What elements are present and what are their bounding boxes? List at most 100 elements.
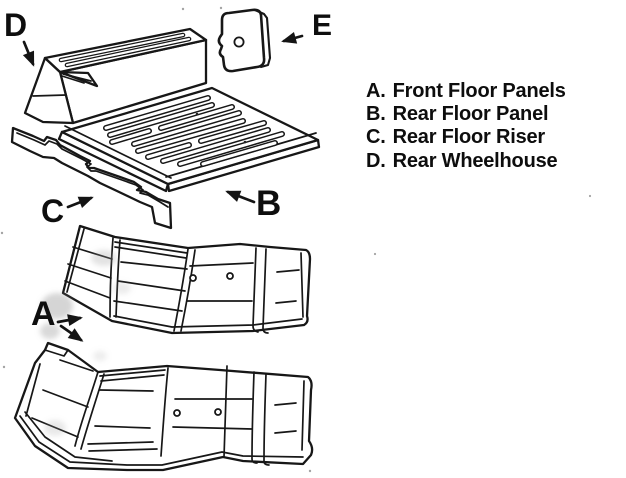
part-access-panel: [217, 8, 272, 73]
scan-specks: [0, 6, 592, 473]
callout-arrow-c: [66, 196, 94, 209]
rib: [59, 33, 185, 62]
panel-crease-line: [94, 425, 151, 429]
part-rear-wheelhouse: [23, 27, 208, 125]
panel-crease-line: [88, 448, 158, 452]
riser-fold-line: [16, 132, 169, 208]
smudge: [41, 293, 73, 319]
ramp-crease-line: [32, 94, 67, 97]
legend-label: Rear Floor Panel: [392, 103, 549, 126]
callout-letter-e: E: [312, 9, 332, 42]
channel-line: [252, 247, 259, 333]
panel-crease-line: [120, 261, 188, 270]
channel-line: [251, 371, 258, 464]
bottom-hem-line: [113, 315, 303, 328]
legend-key: B.: [366, 103, 386, 126]
bottom-hem-line: [24, 411, 113, 462]
rib-dash-line: [275, 300, 297, 304]
bolt-hole: [189, 274, 197, 282]
section-boundary-line: [223, 365, 228, 458]
access-panel-hole: [233, 36, 245, 48]
legend-item: B. Rear Floor Panel: [366, 103, 566, 126]
legend-label: Rear Wheelhouse: [392, 149, 558, 172]
section-boundary-line: [160, 367, 169, 457]
section-boundary-line: [173, 248, 189, 332]
rib-dash-line: [274, 402, 297, 406]
smudge: [91, 250, 117, 266]
toeboard-crease-line: [59, 359, 94, 372]
speck: [2, 365, 6, 369]
toeboard-crease-line: [64, 280, 111, 299]
edge-inner-line: [301, 380, 305, 451]
top-strip-line: [114, 241, 188, 254]
speck: [181, 7, 185, 11]
legend-key: D.: [366, 149, 386, 172]
part-front-floor-panel-upper: [61, 224, 312, 335]
part-rear-floor-riser: [10, 126, 173, 230]
callout-arrow-a-upper: [56, 314, 83, 327]
legend: A. Front Floor Panels B. Rear Floor Pane…: [366, 80, 566, 173]
callout-arrow-e: [281, 32, 304, 44]
panel-crease-line: [87, 441, 154, 445]
smudge: [113, 282, 131, 294]
legend-key: A.: [366, 80, 386, 102]
toeboard-boundary-line: [74, 371, 99, 447]
callout-letter-b: B: [256, 184, 281, 223]
wheelhouse-ribs: [58, 32, 192, 68]
speck: [373, 252, 377, 256]
floor-panel-ribs: [103, 95, 285, 167]
bolt-hole: [226, 272, 234, 280]
callout-arrow-b: [225, 190, 256, 204]
top-strip-line: [114, 246, 187, 259]
edge-inner-line: [300, 252, 304, 318]
callout-letter-d: D: [4, 7, 27, 43]
gusset-hatch-line: [62, 73, 92, 82]
legend-key: C.: [366, 126, 386, 149]
panel-crease-line: [99, 389, 154, 392]
panel-speck: [243, 140, 247, 144]
callout-arrow-a-lower: [59, 324, 84, 342]
rib: [110, 129, 151, 144]
smudge: [44, 420, 66, 436]
floor-panel-hem-line: [64, 125, 172, 179]
rib: [161, 128, 270, 163]
speck: [308, 469, 312, 473]
rib: [146, 143, 191, 159]
toeboard-crease-line: [67, 263, 112, 279]
panel-outline: [61, 224, 312, 335]
scan-smudges: [40, 250, 131, 436]
bottom-hem-line: [19, 415, 304, 466]
legend-item: C. Rear Floor Riser: [366, 126, 566, 149]
section-boundary-line: [180, 249, 196, 332]
rib: [178, 132, 284, 166]
speck: [0, 231, 4, 235]
rib: [104, 96, 210, 130]
rib: [108, 103, 214, 137]
callout-arrows: [22, 32, 304, 342]
smudge: [93, 351, 107, 361]
speck: [219, 6, 223, 10]
rib: [65, 37, 191, 67]
panel-crease-line: [117, 280, 186, 292]
channel-line: [262, 248, 269, 334]
rib: [201, 141, 277, 166]
rib-dash-line: [276, 269, 300, 273]
rib-dash-line: [274, 430, 297, 434]
legend-item: A. Front Floor Panels: [366, 80, 566, 103]
panel-crease-line: [113, 300, 183, 312]
rib: [136, 119, 245, 153]
smudge: [40, 323, 60, 339]
top-strip-line: [99, 369, 166, 377]
panel-crease-line: [172, 426, 253, 430]
legend-label: Front Floor Panels: [392, 80, 566, 102]
rib: [199, 121, 266, 143]
part-front-floor-panel-lower: [13, 341, 314, 472]
callout-arrow-d: [22, 40, 35, 67]
top-strip-line: [100, 374, 165, 382]
toeboard-edge-line: [25, 363, 41, 417]
toeboard-edge-line: [66, 228, 85, 293]
callout-letter-a: A: [31, 295, 56, 333]
toeboard-tab-line: [44, 349, 69, 357]
